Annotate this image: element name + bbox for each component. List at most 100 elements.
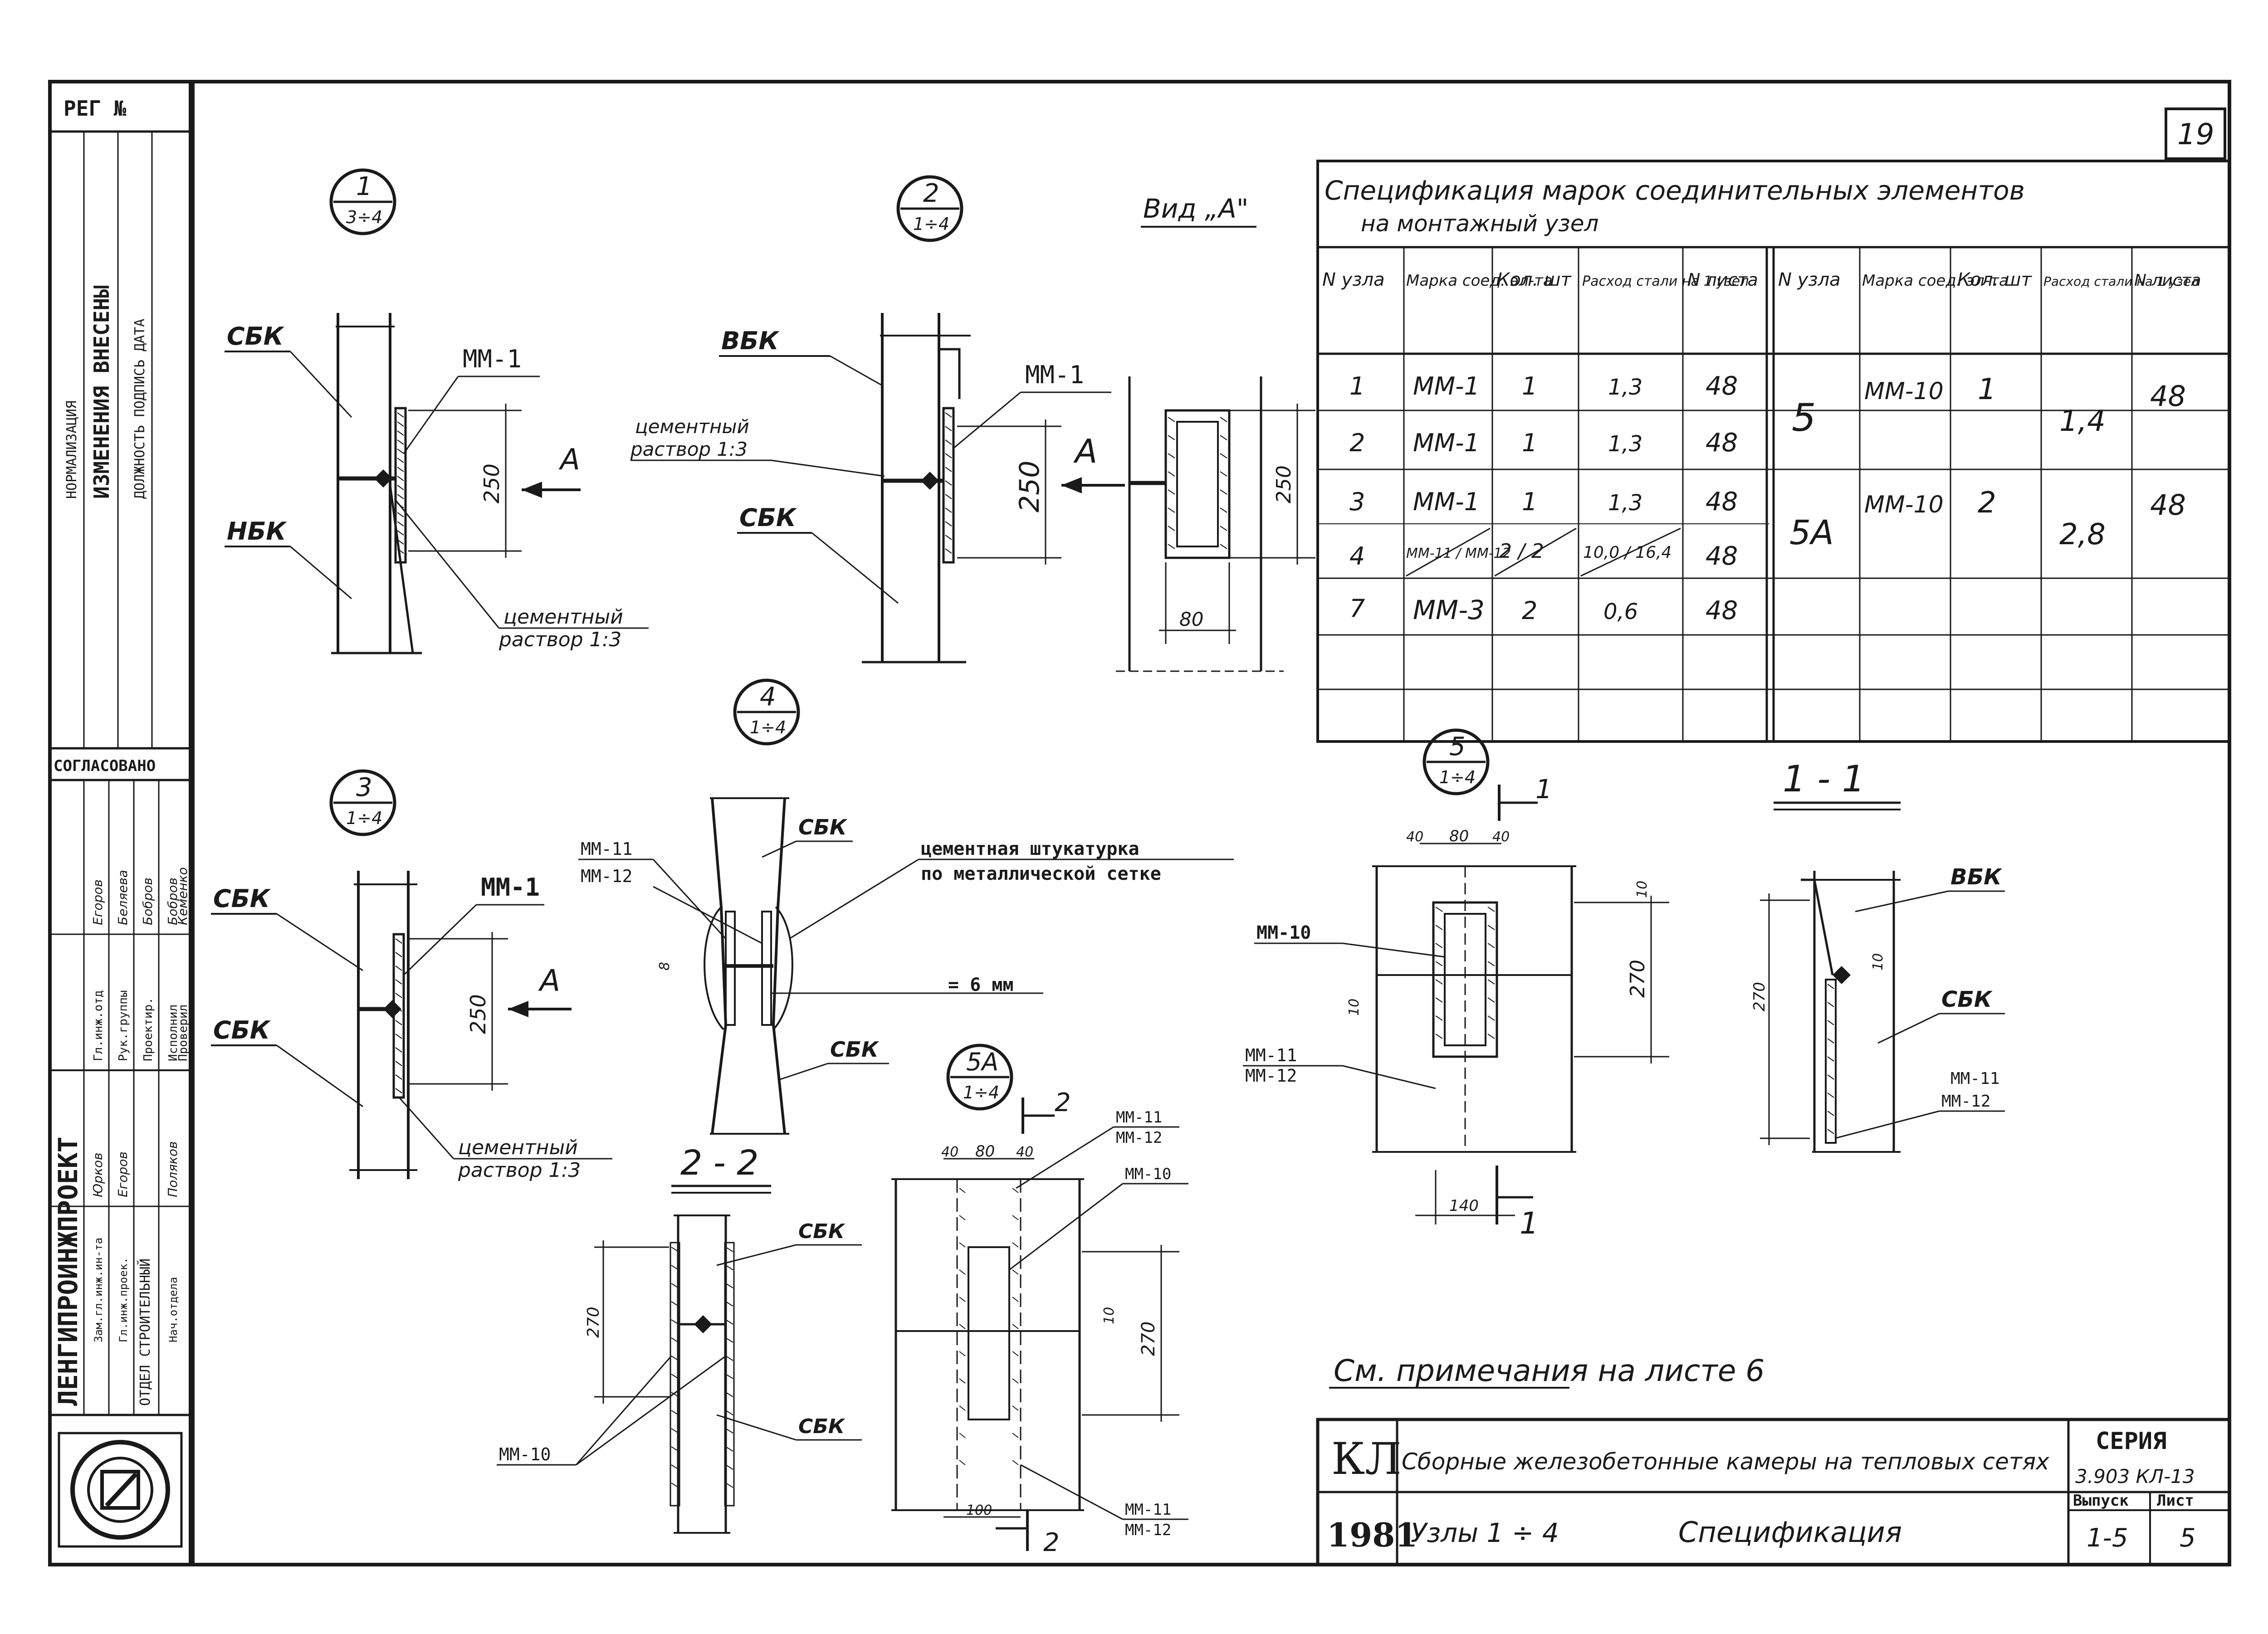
detail-5a-number: 5А: [966, 1048, 998, 1076]
role-5: Проверил: [176, 1005, 190, 1061]
detail-5-dim-140: 140: [1449, 1197, 1479, 1215]
detail-5a: 5А 1÷4 40 80 40 270 10 ММ-11 ММ-12 ММ-10…: [891, 1044, 1188, 1557]
role2-1: Зам.гл.инж.ин-та: [92, 1238, 105, 1342]
detail-3-sub: 1÷4: [346, 808, 382, 828]
title-name: Сборные железобетонные камеры на тепловы…: [1402, 1449, 2049, 1475]
detail-2-dim-250: 250: [1014, 460, 1046, 512]
spec-row5-steel: 0,6: [1603, 599, 1638, 624]
role-4: Исполнил: [166, 1005, 180, 1061]
role2-2: Гл.инж.проек.: [117, 1257, 130, 1342]
name-2: Беляева: [115, 870, 130, 925]
spec-r-row2-qty: 2: [1978, 486, 1996, 520]
detail-5a-mm12-bottom: ММ-12: [1125, 1521, 1171, 1539]
spec-row4-mark: ММ-11 / ММ-12: [1406, 546, 1511, 561]
name2-1: Юрков: [90, 1152, 105, 1197]
sheet-number-box: [2165, 107, 2226, 160]
detail-5a-mm11-top: ММ-11: [1116, 1108, 1162, 1127]
name-4: Бобров: [165, 878, 180, 925]
name-5: Кеменко: [175, 867, 190, 925]
spec-header-sheet: N листа: [1687, 270, 1758, 290]
detail-4: 4 1÷4 СБК ММ-11 ММ-12 цементная штукатур…: [578, 678, 1234, 1135]
section-1-1-mm12: ММ-12: [1941, 1092, 1990, 1111]
role2-3: Нач.отдела: [167, 1277, 180, 1343]
detail-1-view-a: А: [558, 443, 580, 477]
detail-4-dim-8: 8: [657, 962, 673, 971]
title-series: 3.903 КЛ-13: [2075, 1465, 2195, 1488]
spec-header-node-r: N узла: [1778, 269, 1841, 290]
view-a-title: Вид „А": [1143, 193, 1248, 224]
role-3: Проектир.: [142, 997, 155, 1061]
section-1-1-mm11: ММ-11: [1950, 1069, 1999, 1088]
detail-5-dim-10b: 10: [1346, 999, 1362, 1016]
side-stamp: РЕГ № СОГЛАСОВАНО НОРМАЛИЗАЦИЯ ИЗМЕНЕНИЯ…: [50, 96, 191, 1548]
detail-5-number: 5: [1449, 732, 1466, 761]
detail-2-number: 2: [923, 179, 939, 208]
detail-5-cut-top: 1: [1535, 774, 1552, 805]
spec-row3-steel: 1,3: [1608, 490, 1642, 516]
detail-2-vbk: ВБК: [721, 327, 780, 355]
detail-5a-sub: 1÷4: [963, 1083, 999, 1102]
detail-5a-cut-bottom: 2: [1043, 1528, 1060, 1557]
detail-5-cut-bottom: 1: [1520, 1206, 1539, 1241]
spec-row1-mark: ММ-1: [1413, 372, 1480, 400]
detail-5a-mm11-bottom: ММ-11: [1125, 1501, 1171, 1519]
detail-1-nbk: НБК: [227, 517, 287, 546]
spec-row3-sheet: 48: [1706, 487, 1738, 517]
detail-2-view-a: А: [1073, 432, 1097, 470]
org-logo: [58, 1432, 183, 1548]
spec-row2-steel: 1,3: [1608, 431, 1642, 457]
section-2-2-sbk-top: СБК: [798, 1220, 846, 1243]
section-2-2-mm10: ММ-10: [499, 1444, 551, 1464]
name2-2: Егоров: [115, 1151, 130, 1197]
spec-r-row2-sheet: 48: [2150, 488, 2186, 522]
changes-title: ИЗМЕНЕНИЯ ВНЕСЕНЫ: [89, 285, 114, 499]
section-2-2: 2 - 2 270 СБК СБК ММ-10: [497, 1142, 862, 1534]
section-2-2-title: 2 - 2: [680, 1142, 758, 1183]
detail-4-mm12: ММ-12: [581, 866, 632, 886]
name-3: Бобров: [140, 878, 155, 925]
spec-title-2: на монтажный узел: [1361, 210, 1599, 237]
spec-row4-sheet: 48: [1706, 541, 1738, 571]
detail-5a-dim-80: 80: [975, 1142, 995, 1161]
spec-row3-mark: ММ-1: [1413, 488, 1480, 516]
detail-2: 2 1÷4 250 А ВБК ММ-1 цементный раствор 1…: [630, 175, 1125, 663]
detail-5-dim-10: 10: [1634, 881, 1650, 898]
detail-5a-dim-40b: 40: [1016, 1144, 1033, 1160]
role-1: Гл.инж.отд: [92, 990, 105, 1061]
title-sheet-type: Спецификация: [1678, 1516, 1902, 1549]
detail-2-cement-1: цементный: [635, 415, 749, 438]
spec-r-row2-mark: ММ-10: [1864, 491, 1944, 518]
detail-5: 5 1÷4 40 80 40 270 10 10 ММ-10 ММ-11 ММ-…: [1243, 728, 1669, 1241]
detail-5-sub: 1÷4: [1439, 767, 1476, 787]
detail-2-sub: 1÷4: [913, 214, 949, 234]
spec-r-row2-steel: 2,8: [2059, 518, 2106, 551]
spec-header-mark: Марка соед. эл-та: [1406, 272, 1553, 290]
detail-5a-mm10: ММ-10: [1125, 1165, 1171, 1183]
name-1: Егоров: [90, 879, 105, 925]
section-1-1-vbk: ВБК: [1950, 864, 2003, 890]
spec-row1-steel: 1,3: [1608, 375, 1642, 400]
detail-3-number: 3: [356, 773, 372, 802]
spec-header-steel-r: Расход стали на 1 узел: [2043, 274, 2199, 289]
detail-5a-dim-10: 10: [1101, 1307, 1117, 1324]
spec-row2-mark: ММ-1: [1413, 429, 1480, 457]
detail-3-mm1: ММ-1: [481, 873, 540, 902]
detail-1-sbk: СБК: [227, 322, 285, 351]
detail-5-mm12: ММ-12: [1245, 1066, 1297, 1086]
spec-row5-sheet: 48: [1706, 596, 1738, 625]
spec-row2-sheet: 48: [1706, 428, 1738, 458]
spec-r-row1-sheet: 48: [2150, 380, 2186, 413]
spec-row4-steel: 10,0 / 16,4: [1583, 543, 1672, 562]
spec-row5-node: 7: [1349, 594, 1365, 623]
spec-header-mark-r: Марка соед. эл-та: [1862, 272, 2009, 290]
detail-5a-dim-270: 270: [1138, 1322, 1159, 1356]
title-issue-label: Выпуск: [2073, 1492, 2129, 1510]
view-a-dim-80: 80: [1179, 608, 1203, 630]
spec-row3-node: 3: [1349, 488, 1365, 516]
detail-3-view-a: А: [538, 963, 560, 998]
spec-r-row2-node: 5А: [1789, 513, 1834, 552]
section-1-1-dim-270: 270: [1750, 982, 1769, 1011]
sheet-frame: [191, 80, 2231, 1566]
detail-5-dim-40b: 40: [1492, 829, 1510, 845]
